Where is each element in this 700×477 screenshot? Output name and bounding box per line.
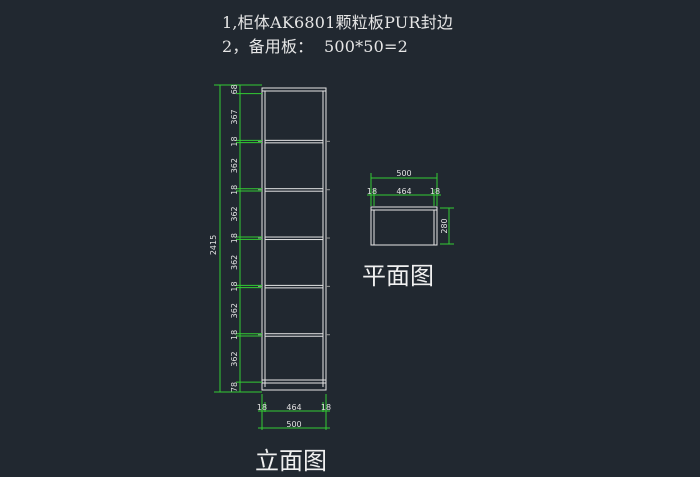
segment-label: 362 <box>230 206 239 221</box>
plan-outline <box>370 206 438 246</box>
note-line-2: 2，备用板： 500*50=2 <box>222 37 409 56</box>
segment-label: 367 <box>230 109 239 124</box>
segment-label: 18 <box>230 136 239 146</box>
plan-dim-left: 18 <box>367 187 377 196</box>
elevation-bottom-dims <box>258 394 330 430</box>
total-height-label: 2415 <box>209 235 218 255</box>
plan-overall-width: 500 <box>396 169 411 178</box>
plan-depth-label: 280 <box>440 218 449 233</box>
bottom-overall-width: 500 <box>286 420 301 429</box>
plan-dim-right: 18 <box>430 187 440 196</box>
plan-cabinet <box>370 206 438 246</box>
shelf-board <box>264 333 324 337</box>
segment-label: 362 <box>230 158 239 173</box>
segment-label: 362 <box>230 303 239 318</box>
cabinet-outline <box>261 87 327 391</box>
segment-labels: 68 367 18 362 18 362 18 362 18 362 18 362 78 <box>230 84 262 393</box>
bottom-dim-left: 18 <box>257 403 267 412</box>
shelf-board <box>264 139 324 144</box>
segment-label: 18 <box>230 185 239 195</box>
shelves <box>258 139 330 337</box>
segment-label: 18 <box>230 330 239 340</box>
shelf-board <box>264 188 324 192</box>
shelf-board <box>264 284 324 289</box>
shelf-board <box>264 236 324 241</box>
elevation-cabinet <box>261 87 327 391</box>
segment-label: 362 <box>230 255 239 270</box>
elevation-view-caption: 立面图 <box>255 447 327 475</box>
bottom-dim-right: 18 <box>321 403 331 412</box>
plan-dim-mid: 464 <box>396 187 411 196</box>
plan-dims <box>367 173 454 245</box>
segment-label: 18 <box>230 233 239 243</box>
segment-label: 68 <box>230 84 239 94</box>
bottom-dim-mid: 464 <box>286 403 301 412</box>
segment-label: 78 <box>230 382 239 392</box>
segment-label: 18 <box>230 281 239 291</box>
segment-label: 362 <box>230 351 239 366</box>
plan-view-caption: 平面图 <box>362 262 434 290</box>
note-line-1: 1,柜体AK6801颗粒板PUR封边 <box>222 13 454 32</box>
